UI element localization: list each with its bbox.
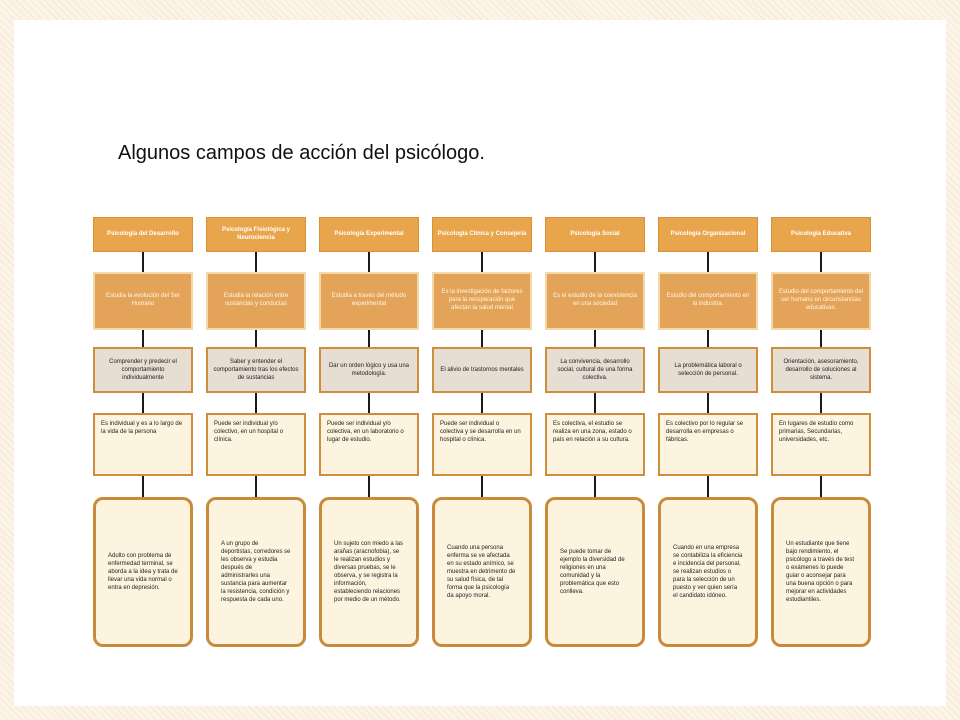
field-scope: Puede ser individual y/o colectivo, en u… [206, 413, 306, 476]
field-header: Psicología Educativa [771, 217, 871, 252]
column-educativa: Psicología Educativa Estudio del comport… [771, 0, 871, 720]
column-desarrollo: Psicología del Desarrollo Estudia la evo… [93, 0, 193, 720]
field-example: A un grupo de deportistas, corredores se… [206, 497, 306, 647]
field-example: Cuando en una empresa se contabiliza la … [658, 497, 758, 647]
field-objective: Comprender y predecir el comportamiento … [93, 347, 193, 393]
field-example: Adulto con problema de enfermedad termin… [93, 497, 193, 647]
field-example-text: Cuando en una empresa se contabiliza la … [673, 544, 743, 600]
field-definition: Es el estudio de la coexistencia en una … [545, 272, 645, 330]
field-example-text: Un estudiante que tiene bajo rendimiento… [786, 540, 855, 604]
field-header: Psicología Experimental [319, 217, 419, 252]
column-experimental: Psicología Experimental Estudia a través… [319, 0, 419, 720]
field-example-text: Se puede tomar de ejemplo la diversidad … [560, 548, 625, 596]
field-header: Psicología del Desarrollo [93, 217, 193, 252]
field-example-text: Adulto con problema de enfermedad termin… [108, 552, 178, 592]
field-definition: Estudia la relación entre sustancias y c… [206, 272, 306, 330]
column-social: Psicología Social Es el estudio de la co… [545, 0, 645, 720]
field-header: Psicología Social [545, 217, 645, 252]
field-scope: Es colectivo por lo regular se desarroll… [658, 413, 758, 476]
field-scope: Es colectiva, el estudio se realiza en u… [545, 413, 645, 476]
field-definition: Es la investigación de factores para la … [432, 272, 532, 330]
field-objective: El alivio de trastornos mentales [432, 347, 532, 393]
field-example: Se puede tomar de ejemplo la diversidad … [545, 497, 645, 647]
column-clinica: Psicología Clínica y Consejería Es la in… [432, 0, 532, 720]
column-fisiologica: Psicología Fisiológica y Neurociencia Es… [206, 0, 306, 720]
field-scope: En lugares de estudio como primarias, Se… [771, 413, 871, 476]
field-definition: Estudio del comportamiento del ser human… [771, 272, 871, 330]
field-objective: Saber y entender el comportamiento tras … [206, 347, 306, 393]
field-example-text: A un grupo de deportistas, corredores se… [221, 540, 291, 604]
field-example: Cuando una persona enferma se ve afectad… [432, 497, 532, 647]
field-scope: Puede ser individual y/o colectiva, en u… [319, 413, 419, 476]
field-example-text: Un sujeto con miedo a las arañas (aracno… [334, 540, 404, 604]
field-scope: Es individual y es a lo largo de la vida… [93, 413, 193, 476]
page-title: Algunos campos de acción del psicólogo. [118, 142, 485, 164]
field-header: Psicología Fisiológica y Neurociencia [206, 217, 306, 252]
field-definition: Estudia la evolución del Ser Humano [93, 272, 193, 330]
field-definition: Estudio del comportamiento en la industr… [658, 272, 758, 330]
field-example: Un estudiante que tiene bajo rendimiento… [771, 497, 871, 647]
field-objective: La convivencia, desarrollo social, cultu… [545, 347, 645, 393]
column-organizacional: Psicología Organizacional Estudio del co… [658, 0, 758, 720]
field-example-text: Cuando una persona enferma se ve afectad… [447, 544, 516, 600]
field-header: Psicología Clínica y Consejería [432, 217, 532, 252]
field-header: Psicología Organizacional [658, 217, 758, 252]
field-scope: Puede ser individual o colectiva y se de… [432, 413, 532, 476]
field-example: Un sujeto con miedo a las arañas (aracno… [319, 497, 419, 647]
field-definition: Estudia a través del método experimental [319, 272, 419, 330]
field-objective: Dar un orden lógico y usa una metodologí… [319, 347, 419, 393]
field-objective: Orientación, asesoramiento, desarrollo d… [771, 347, 871, 393]
field-objective: La problemática laboral o selección de p… [658, 347, 758, 393]
